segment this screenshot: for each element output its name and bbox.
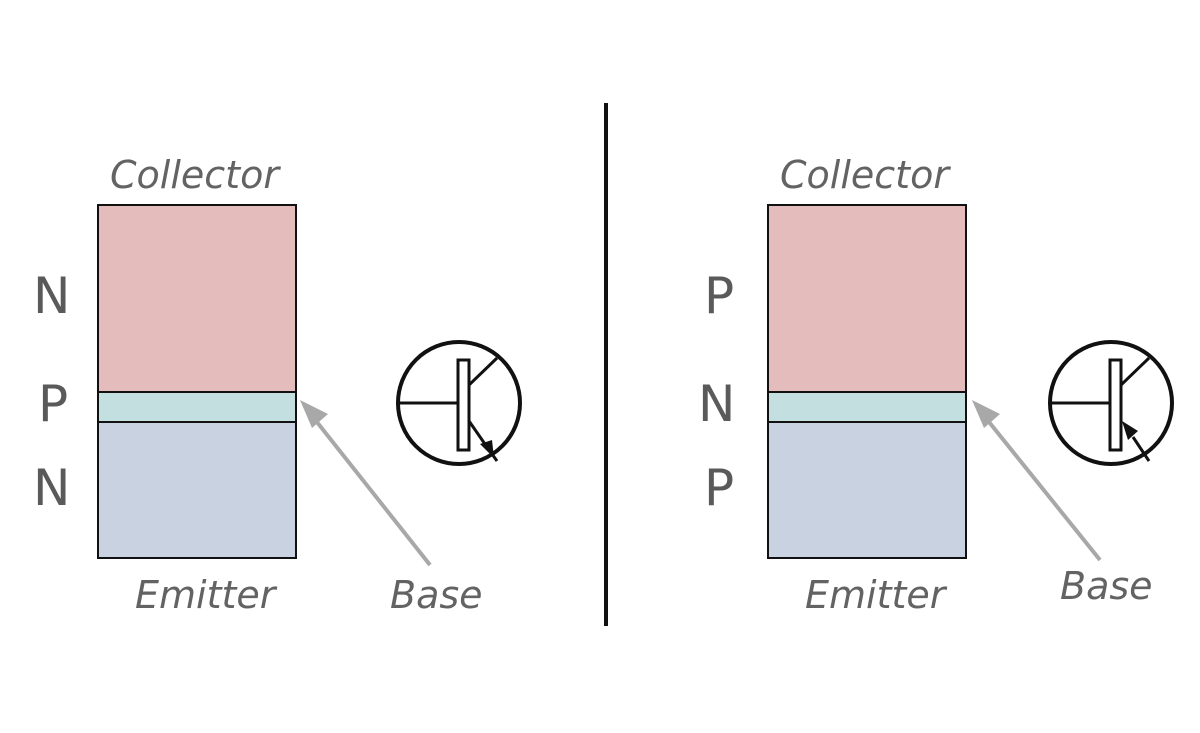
semiconductor-stack — [97, 204, 297, 559]
emitter-region — [99, 423, 295, 557]
base-region — [99, 391, 295, 423]
npn-overlay — [300, 340, 522, 567]
collector-region — [99, 206, 295, 391]
base-arrow — [300, 400, 432, 567]
emitter-label: Emitter — [805, 573, 946, 617]
base-label: Base — [390, 573, 483, 617]
pnp-overlay — [972, 340, 1174, 562]
pnp-panel: Collector P N P Emitter Base — [606, 0, 1200, 733]
base-label: Base — [1060, 564, 1153, 608]
emitter-region — [769, 423, 965, 557]
layer-letter-top: P — [704, 267, 735, 325]
npn-transistor-icon — [396, 340, 522, 466]
collector-region — [769, 206, 965, 391]
pnp-transistor-icon — [1048, 340, 1174, 466]
collector-label: Collector — [110, 153, 279, 197]
layer-letter-bottom: P — [704, 459, 735, 517]
layer-letter-middle: P — [38, 375, 69, 433]
base-arrow — [972, 400, 1102, 562]
collector-label: Collector — [780, 153, 949, 197]
base-region — [769, 391, 965, 423]
layer-letter-middle: N — [698, 375, 736, 433]
layer-letter-bottom: N — [33, 459, 71, 517]
emitter-label: Emitter — [135, 573, 276, 617]
panel-divider — [604, 103, 608, 626]
semiconductor-stack — [767, 204, 967, 559]
npn-panel: Collector N P N Emitter Base — [33, 153, 522, 617]
layer-letter-top: N — [33, 267, 71, 325]
